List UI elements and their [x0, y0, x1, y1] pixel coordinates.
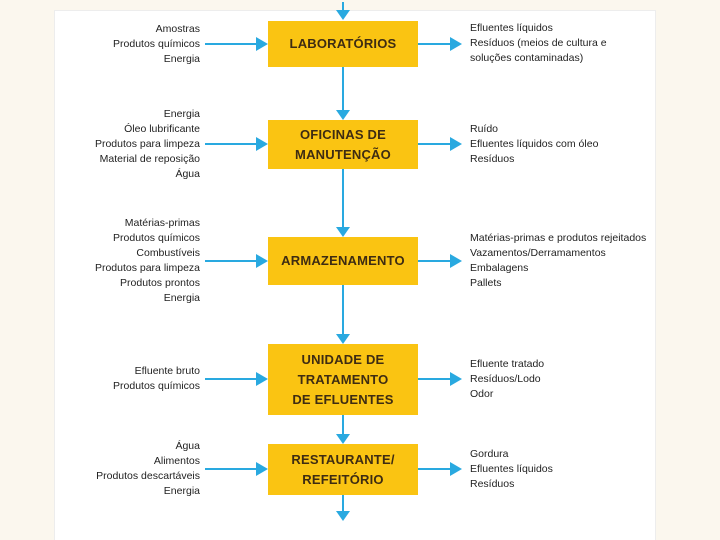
inputs-unidade-tratamento: Efluente bruto Produtos químicos	[113, 365, 200, 392]
input-arrow-line-2	[205, 143, 256, 145]
output-arrow-line-5	[418, 468, 451, 470]
input-arrow-line-1	[205, 43, 256, 45]
output-arrowhead-icon-4	[450, 372, 462, 386]
inputs-armazenamento: Matérias-primas Produtos químicos Combus…	[94, 217, 200, 304]
output-arrow-line-3	[418, 260, 451, 262]
input-arrowhead-icon-1	[256, 37, 268, 51]
input-arrowhead-icon-5	[256, 462, 268, 476]
output-arrowhead-icon-2	[450, 137, 462, 151]
inputs-restaurante: Água Alimentos Produtos descartáveis Ene…	[96, 440, 200, 497]
input-arrow-line-5	[205, 468, 256, 470]
connector-line-3-4	[342, 285, 344, 334]
process-box-laboratorios: LABORATÓRIOS	[268, 21, 418, 67]
exit-arrowhead-icon	[336, 511, 350, 521]
process-box-oficinas: OFICINAS DE MANUTENÇÃO	[268, 120, 418, 169]
exit-arrow-line	[342, 495, 344, 511]
input-arrowhead-icon-3	[256, 254, 268, 268]
entry-arrowhead-icon	[336, 10, 350, 20]
output-arrowhead-icon-3	[450, 254, 462, 268]
outputs-unidade-tratamento: Efluente tratado Resíduos/Lodo Odor	[470, 358, 545, 400]
outputs-oficinas: Ruído Efluentes líquidos com óleo Resídu…	[470, 123, 599, 165]
outputs-laboratorios: Efluentes líquidos Resíduos (meios de cu…	[470, 22, 607, 64]
output-arrow-line-1	[418, 43, 451, 45]
connector-arrowhead-icon-1-2	[336, 110, 350, 120]
input-arrow-line-4	[205, 378, 256, 380]
connector-arrowhead-icon-2-3	[336, 227, 350, 237]
output-arrowhead-icon-5	[450, 462, 462, 476]
process-box-unidade-tratamento: UNIDADE DE TRATAMENTO DE EFLUENTES	[268, 344, 418, 415]
process-box-armazenamento: ARMAZENAMENTO	[268, 237, 418, 285]
output-arrowhead-icon-1	[450, 37, 462, 51]
connector-line-2-3	[342, 169, 344, 227]
connector-arrowhead-icon-3-4	[336, 334, 350, 344]
input-arrow-line-3	[205, 260, 256, 262]
connector-line-1-2	[342, 67, 344, 110]
output-arrow-line-4	[418, 378, 451, 380]
inputs-oficinas: Energia Óleo lubrificante Produtos para …	[94, 108, 200, 180]
outputs-restaurante: Gordura Efluentes líquidos Resíduos	[470, 448, 553, 490]
output-arrow-line-2	[418, 143, 451, 145]
connector-arrowhead-icon-4-5	[336, 434, 350, 444]
entry-arrow-line	[342, 2, 344, 10]
connector-line-4-5	[342, 415, 344, 434]
outputs-armazenamento: Matérias-primas e produtos rejeitados Va…	[470, 232, 647, 289]
process-box-restaurante: RESTAURANTE/ REFEITÓRIO	[268, 444, 418, 495]
input-arrowhead-icon-4	[256, 372, 268, 386]
inputs-laboratorios: Amostras Produtos químicos Energia	[113, 23, 200, 65]
input-arrowhead-icon-2	[256, 137, 268, 151]
